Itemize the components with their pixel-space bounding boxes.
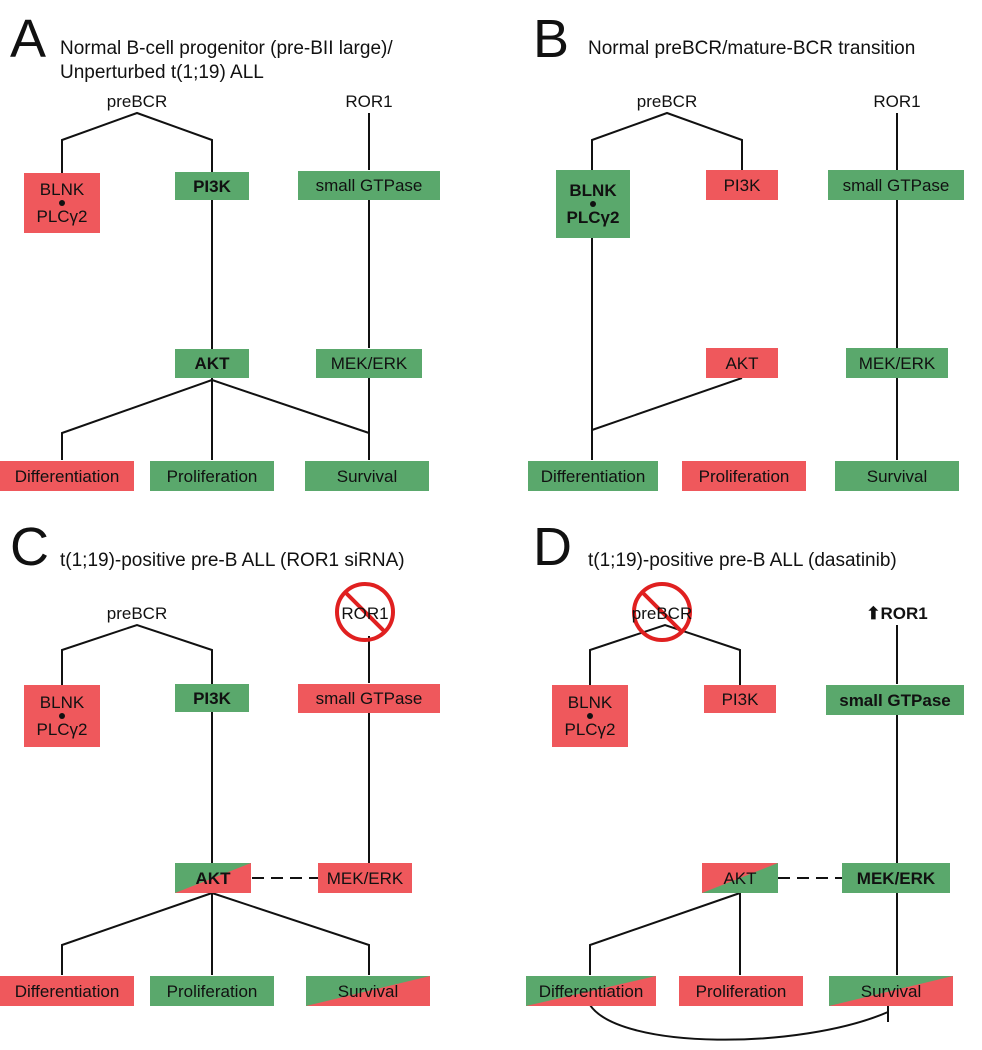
panel-a-gtpase-box: small GTPase <box>298 171 440 200</box>
panel-a-title-line1: Normal B-cell progenitor (pre-BII large)… <box>60 38 393 59</box>
panel-b-mek-erk-box: MEK/ERK <box>846 348 948 378</box>
panel-b-gtpase-box: small GTPase <box>828 170 964 200</box>
panel-b-differentiation-box: Differentiation <box>528 461 658 491</box>
panel-a-letter: A <box>10 9 47 69</box>
panel-a-prebcr-label: preBCR <box>106 92 168 111</box>
panel-d-ror1-label: ⬆ROR1 <box>845 604 949 624</box>
panel-a-differentiation-box: Differentiation <box>0 461 134 491</box>
panel-c-blnk-plcg2-box: BLNK PLCγ2 <box>24 685 100 747</box>
complex-dot-icon <box>590 201 596 207</box>
plcg2-label: PLCγ2 <box>564 720 616 739</box>
panel-a-title-line2: Unperturbed t(1;19) ALL <box>60 62 264 83</box>
panel-c-letter: C <box>10 517 49 577</box>
panel-c-gtpase-box: small GTPase <box>298 684 440 713</box>
panel-c-prebcr-label: preBCR <box>106 604 168 623</box>
panel-b-letter: B <box>533 9 570 69</box>
panel-a-pi3k-box: PI3K <box>175 172 249 200</box>
panel-c-ror1-label: ROR1 <box>341 604 389 623</box>
panel-d-letter: D <box>533 517 572 577</box>
complex-dot-icon <box>59 713 65 719</box>
panel-a-blnk-plcg2-box: BLNK PLCγ2 <box>24 173 100 233</box>
panel-c-proliferation-box: Proliferation <box>150 976 274 1006</box>
complex-dot-icon <box>587 713 593 719</box>
panel-a-mek-erk-box: MEK/ERK <box>316 349 422 378</box>
panel-b-pi3k-box: PI3K <box>706 170 778 200</box>
panel-b-akt-box: AKT <box>706 348 778 378</box>
blnk-label: BLNK <box>569 181 617 200</box>
up-arrow-icon: ⬆ <box>866 604 881 623</box>
panel-c-differentiation-box: Differentiation <box>0 976 134 1006</box>
ror1-text: ROR1 <box>880 604 928 623</box>
panel-b-proliferation-box: Proliferation <box>682 461 806 491</box>
inhibited-ror1-icon <box>335 582 395 642</box>
panel-b-ror1-label: ROR1 <box>873 92 921 111</box>
panel-d-gtpase-box: small GTPase <box>826 685 964 715</box>
panel-d-blnk-plcg2-box: BLNK PLCγ2 <box>552 685 628 747</box>
panel-a-proliferation-box: Proliferation <box>150 461 274 491</box>
panel-d-title: t(1;19)-positive pre-B ALL (dasatinib) <box>588 550 897 571</box>
panel-c-survival-box: Survival <box>306 976 430 1006</box>
panel-c-pi3k-box: PI3K <box>175 684 249 712</box>
plcg2-label: PLCγ2 <box>36 207 88 226</box>
panel-d-survival-box: Survival <box>829 976 953 1006</box>
panel-d-proliferation-box: Proliferation <box>679 976 803 1006</box>
panel-c-title: t(1;19)-positive pre-B ALL (ROR1 siRNA) <box>60 550 405 571</box>
panel-a-ror1-label: ROR1 <box>345 92 393 111</box>
panel-d-mek-erk-box: MEK/ERK <box>842 863 950 893</box>
panel-c-akt-box: AKT <box>175 863 251 893</box>
blnk-label: BLNK <box>39 180 85 199</box>
panel-d-akt-box: AKT <box>702 863 778 893</box>
panel-a-akt-box: AKT <box>175 349 249 378</box>
panel-a-survival-box: Survival <box>305 461 429 491</box>
panel-c-mek-erk-box: MEK/ERK <box>318 863 412 893</box>
panel-b-prebcr-label: preBCR <box>636 92 698 111</box>
complex-dot-icon <box>59 200 65 206</box>
blnk-label: BLNK <box>39 693 85 712</box>
blnk-label: BLNK <box>567 693 613 712</box>
panel-b-survival-box: Survival <box>835 461 959 491</box>
panel-d-prebcr-label: preBCR <box>631 604 693 623</box>
plcg2-label: PLCγ2 <box>36 720 88 739</box>
panel-d-pi3k-box: PI3K <box>704 685 776 713</box>
panel-b-title: Normal preBCR/mature-BCR transition <box>588 38 916 59</box>
inhibited-prebcr-icon <box>632 582 692 642</box>
plcg2-label: PLCγ2 <box>566 208 620 227</box>
panel-d-differentiation-box: Differentiation <box>526 976 656 1006</box>
panel-b-blnk-plcg2-box: BLNK PLCγ2 <box>556 170 630 238</box>
